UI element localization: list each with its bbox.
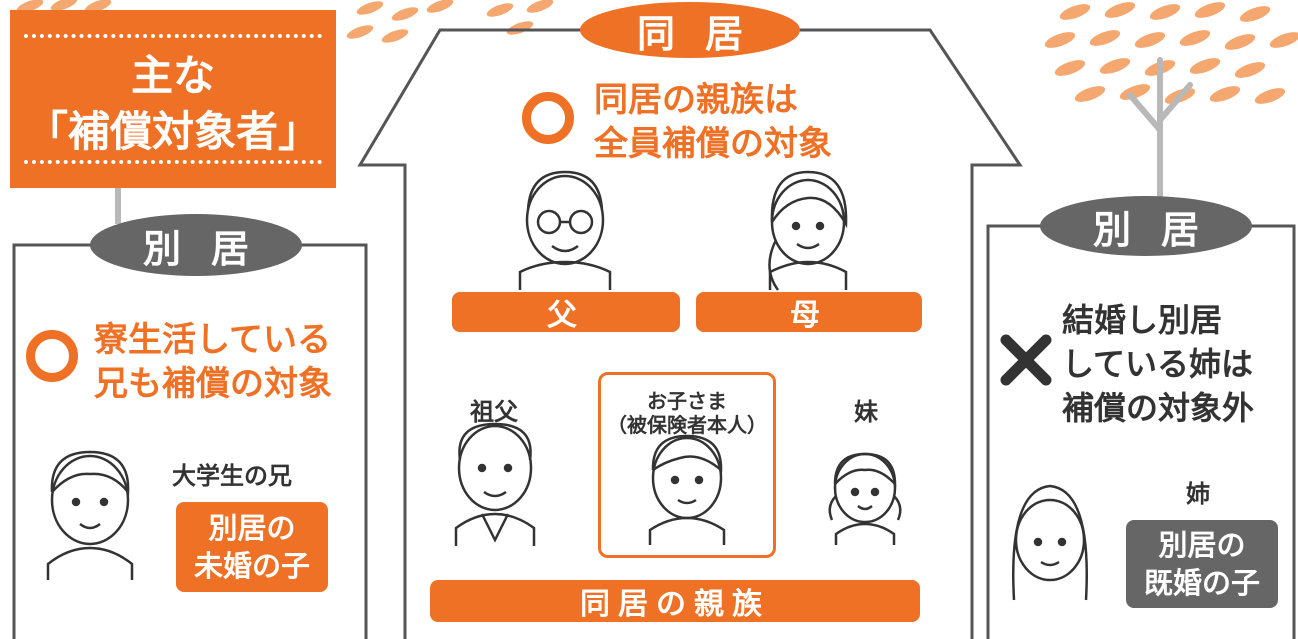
mother-label-bar: 母: [696, 292, 922, 333]
left-house-tag: 別居の 未婚の子: [176, 502, 328, 592]
insured-child-label: お子さま （被保険者本人）: [607, 389, 767, 437]
cross-mark-icon: [1000, 334, 1052, 386]
title-box: 主な 「補償対象者」: [10, 10, 336, 188]
older-brother-person-icon: [46, 450, 134, 580]
dotted-line-bottom: [24, 160, 322, 164]
mother-person-icon: [768, 170, 848, 291]
right-house-pill: 別居: [1040, 196, 1252, 256]
father-person-icon: [518, 170, 612, 290]
insured-child-frame: お子さま （被保険者本人）: [598, 372, 776, 558]
right-house-tag: 別居の 既婚の子: [1126, 520, 1278, 608]
cohabiting-relatives-bar: 同居の親族: [430, 580, 920, 622]
page-title: 主な 「補償対象者」: [25, 51, 320, 156]
center-house-outline: [357, 28, 590, 639]
older-brother-label: 大学生の兄: [172, 462, 292, 490]
center-house-pill: 同居: [580, 2, 800, 58]
younger-sister-label: 妹: [854, 398, 878, 426]
grandfather-person-icon: [454, 422, 536, 546]
circle-mark-icon: [26, 330, 78, 382]
right-house-statement: 結婚し別居 している姉は 補償の対象外: [1062, 301, 1255, 427]
dotted-line-top: [24, 34, 322, 38]
circle-mark-icon: [522, 92, 574, 144]
father-label-bar: 父: [452, 292, 680, 333]
older-sister-label: 姉: [1186, 480, 1210, 508]
younger-sister-person-icon: [828, 452, 902, 545]
left-house-outline: [12, 243, 118, 639]
tree-icon: [346, 0, 554, 43]
child-person-icon: [648, 434, 726, 545]
center-house-statement: 同居の親族は 全員補償の対象: [594, 80, 832, 164]
right-house-outline: [986, 224, 1050, 639]
left-house-statement: 寮生活している 兄も補償の対象: [94, 320, 332, 404]
grandfather-label: 祖父: [470, 398, 518, 426]
older-sister-person-icon: [1012, 484, 1088, 601]
tree-icon: [1044, 2, 1298, 213]
left-house-pill: 別居: [90, 214, 302, 276]
tree-icon: [16, 0, 112, 13]
